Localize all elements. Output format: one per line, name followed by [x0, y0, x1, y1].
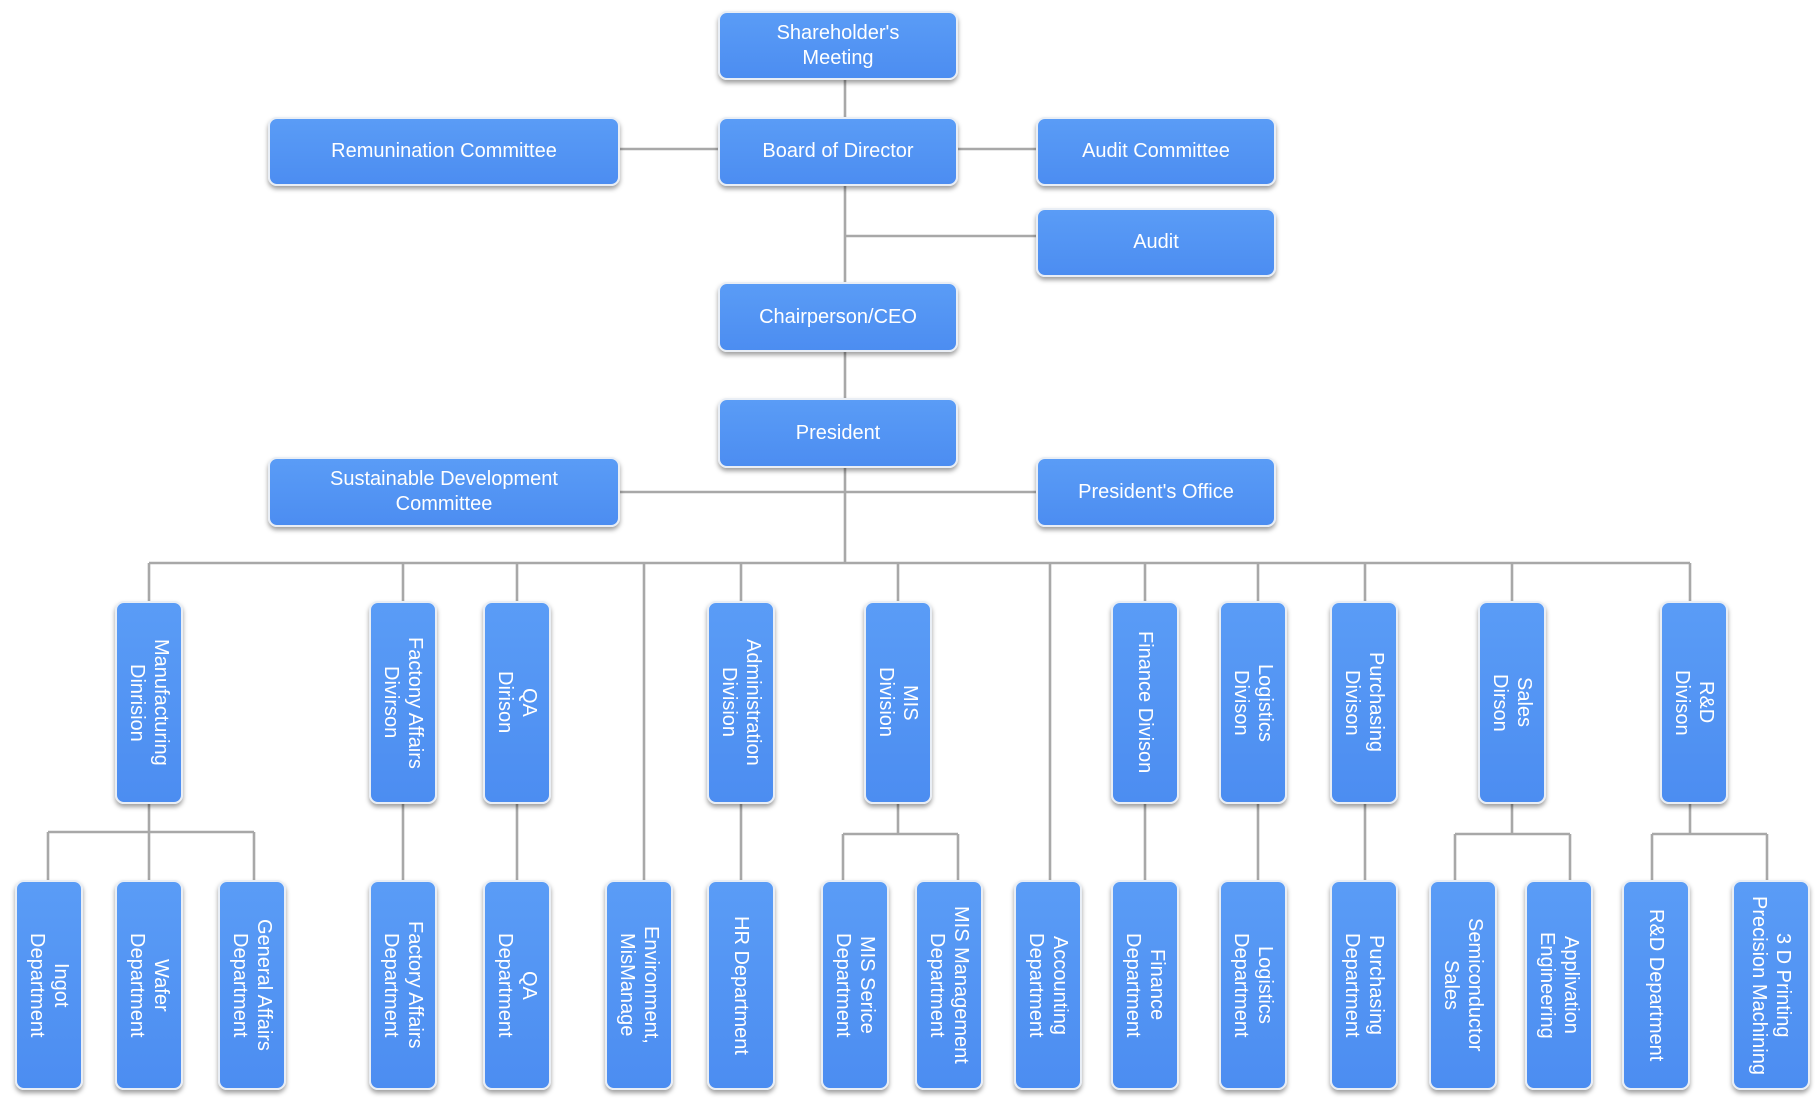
node-qa-division: QA Dirison: [483, 601, 551, 804]
node-sales-division: Sales Dirson: [1478, 601, 1546, 804]
node-hr-department: HR Department: [707, 880, 775, 1090]
node-finance-division: Finance Divison: [1111, 601, 1179, 804]
node-mis-serice-department: MIS Serice Department: [821, 880, 889, 1090]
node-administration-division: Administration Division: [707, 601, 775, 804]
node-mis-management-department: MIS Management Department: [915, 880, 983, 1090]
node-president: President: [718, 398, 958, 468]
node-3d-printing-precision-machining: 3 D Printing Precision Machining: [1732, 880, 1810, 1090]
node-mis-division: MIS Division: [864, 601, 932, 804]
node-purchasing-department: Purchasing Department: [1330, 880, 1398, 1090]
node-rd-division: R&D Divison: [1660, 601, 1728, 804]
node-remuniration-committee: Remunination Committee: [268, 117, 620, 186]
node-general-affairs-department: General Affairs Department: [218, 880, 286, 1090]
node-qa-department: QA Department: [483, 880, 551, 1090]
node-wafer-department: Wafer Department: [115, 880, 183, 1090]
node-shareholders-meeting: Shareholder's Meeting: [718, 11, 958, 80]
node-applivation-engineering: Applivation Engineering: [1525, 880, 1593, 1090]
node-accounting-department: Accounting Department: [1014, 880, 1082, 1090]
node-rd-department: R&D Department: [1622, 880, 1690, 1090]
node-logistics-division: Logistics Divison: [1219, 601, 1287, 804]
node-purchasing-division: Purchasing Divison: [1330, 601, 1398, 804]
node-board-of-director: Board of Director: [718, 117, 958, 186]
node-ingot-department: Ingot Department: [15, 880, 83, 1090]
node-audit-committee: Audit Committee: [1036, 117, 1276, 186]
node-sustainable-development-committee: Sustainable Development Committee: [268, 457, 620, 527]
node-semiconductor-sales: Semiconductor Sales: [1429, 880, 1497, 1090]
node-chairperson-ceo: Chairperson/CEO: [718, 282, 958, 352]
node-presidents-office: President's Office: [1036, 457, 1276, 527]
node-audit: Audit: [1036, 208, 1276, 277]
node-finance-department: Finance Department: [1111, 880, 1179, 1090]
node-manufacturing-division: Manufacturing Dinrision: [115, 601, 183, 804]
node-factory-affairs-division: Factony Affairs Divirson: [369, 601, 437, 804]
node-environment-mismanage: Environment, MisManage: [605, 880, 673, 1090]
node-logistics-department: Logistics Department: [1219, 880, 1287, 1090]
node-factory-affairs-department: Factory Affairs Department: [369, 880, 437, 1090]
